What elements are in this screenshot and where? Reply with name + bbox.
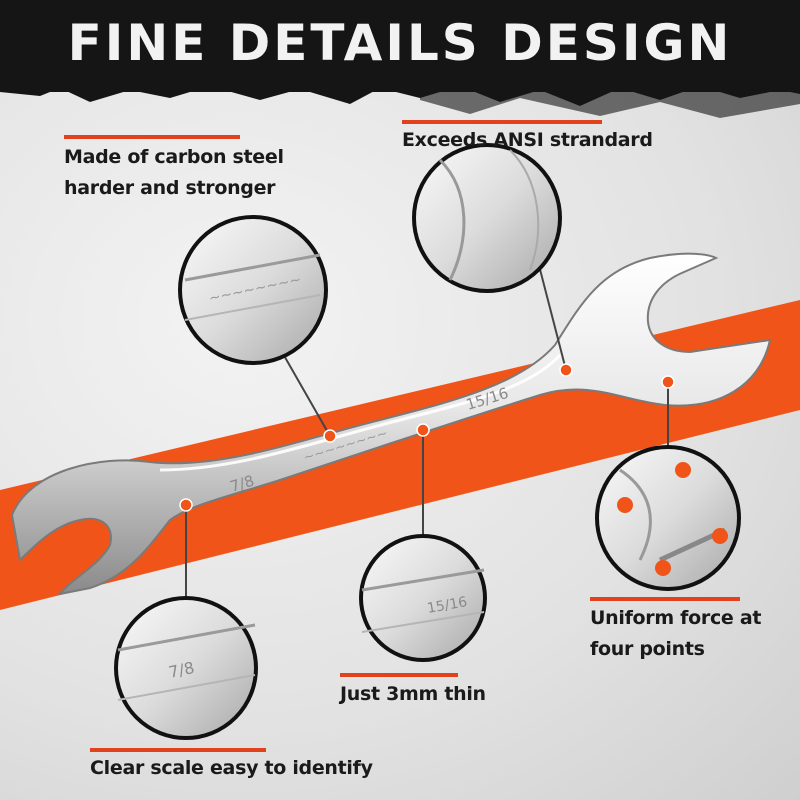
callout-thin: Just 3mm thin [340, 683, 486, 705]
callout-clear-scale: Clear scale easy to identify [90, 757, 373, 779]
page-title: FINE DETAILS DESIGN [67, 14, 733, 72]
callout-carbon-steel: Made of carbon steel harder and stronger [64, 142, 284, 204]
scale-detail-size: 7/8 [167, 658, 196, 682]
magnifier-circle-carbon: ~~~~~~~~ [178, 215, 328, 365]
callout-ansi: Exceeds ANSI strandard [402, 129, 653, 151]
callout-uniform-line2: four points [590, 638, 705, 660]
callout-bar-ansi [402, 120, 602, 124]
magnifier-circle-uniform [595, 445, 741, 591]
callout-bar-carbon [64, 135, 240, 139]
callout-uniform-force: Uniform force at four points [590, 603, 761, 665]
magnifier-circle-thin: 15/16 [359, 534, 487, 662]
header-bar [0, 0, 800, 92]
header-grunge-edge [0, 80, 800, 118]
callout-carbon-line2: harder and stronger [64, 177, 276, 199]
wrench-image: 7/8 ~~~~~~~~ 15/16 [10, 252, 772, 596]
leader-lines [185, 249, 669, 620]
callout-bar-thin [340, 673, 458, 677]
thin-detail-size: 15/16 [426, 594, 469, 617]
callout-carbon-line1: Made of carbon steel [64, 146, 284, 168]
callout-bar-uniform [590, 597, 740, 601]
callout-uniform-line1: Uniform force at [590, 607, 762, 629]
callout-bar-scale [90, 748, 266, 752]
marker-dots [179, 363, 675, 512]
magnifier-circle-scale: 7/8 [114, 596, 258, 740]
magnifier-circle-ansi [412, 143, 562, 293]
